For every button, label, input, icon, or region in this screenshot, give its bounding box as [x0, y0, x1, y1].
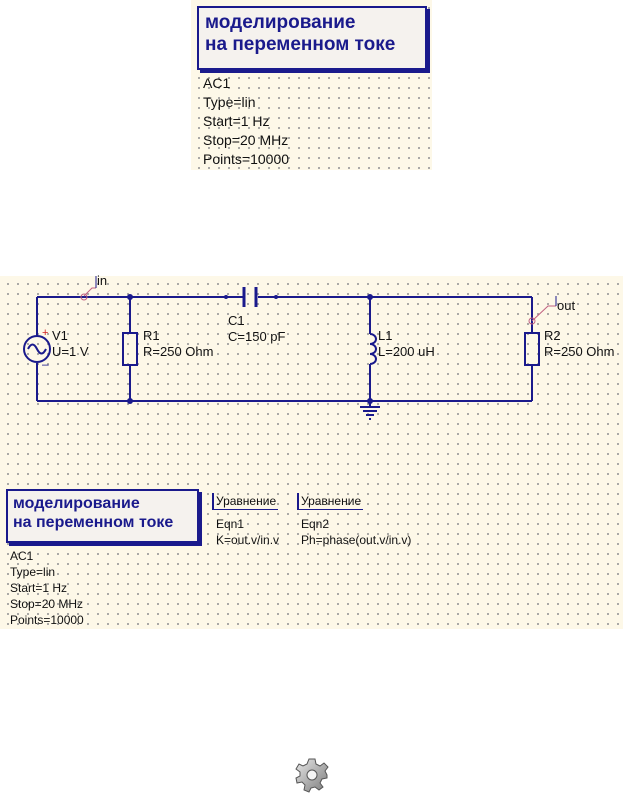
- ac-simulation-snippet: моделирование на переменном токе AC1 Typ…: [191, 0, 432, 170]
- sim-name: AC1: [203, 75, 231, 91]
- r1-name: R1: [143, 328, 160, 343]
- v1-source-symbol: + –: [23, 327, 51, 371]
- l1-value: L=200 uH: [378, 344, 435, 359]
- sim-type: Type=lin: [203, 94, 256, 110]
- sim-start: Start=1 Hz: [203, 113, 270, 129]
- v1-label[interactable]: V1 U=1 V: [52, 328, 89, 360]
- node-label-out[interactable]: out: [557, 298, 576, 313]
- schematic-canvas[interactable]: + –: [0, 273, 623, 629]
- r2-label[interactable]: R2 R=250 Ohm: [544, 328, 614, 360]
- equation-eqn2[interactable]: Уравнение Eqn2 Ph=phase(out.v/in.v): [297, 493, 411, 548]
- schematic-sim-params[interactable]: AC1 Type=lin Start=1 Hz Stop=20 MHz Poin…: [10, 548, 84, 628]
- schematic-sim-title-line1: моделирование: [13, 495, 140, 512]
- r1-label[interactable]: R1 R=250 Ohm: [143, 328, 213, 360]
- eqn2-header: Уравнение: [297, 493, 364, 510]
- r2-value: R=250 Ohm: [544, 344, 615, 359]
- eqn1-expr: K=out.v/in.v: [216, 533, 280, 547]
- c1-label[interactable]: C1 C=150 pF: [228, 313, 285, 345]
- gear-icon[interactable]: [292, 754, 332, 794]
- schematic-sim-start: Start=1 Hz: [10, 581, 68, 595]
- l1-name: L1: [378, 328, 393, 343]
- v1-name: V1: [52, 328, 68, 343]
- eqn2-name: Eqn2: [301, 517, 330, 531]
- schematic-sim-title-line2: на переменном токе: [13, 514, 174, 531]
- sim-points: Points=10000: [203, 151, 290, 167]
- sim-title-box[interactable]: моделирование на переменном токе: [197, 6, 427, 70]
- l1-label[interactable]: L1 L=200 uH: [378, 328, 435, 360]
- sim-title-line2: на переменном токе: [205, 34, 396, 55]
- circuit-wires: + –: [23, 276, 557, 420]
- schematic-sim-name: AC1: [10, 549, 34, 563]
- node-label-in[interactable]: in: [97, 273, 108, 288]
- schematic-sim-title-box[interactable]: моделирование на переменном токе: [6, 489, 199, 543]
- svg-text:–: –: [42, 357, 49, 371]
- v1-value: U=1 V: [52, 344, 89, 359]
- svg-text:+: +: [42, 327, 48, 339]
- sim-title-line1: моделирование: [205, 12, 356, 33]
- equation-eqn1[interactable]: Уравнение Eqn1 K=out.v/in.v: [212, 493, 279, 548]
- c1-value: C=150 pF: [228, 329, 286, 344]
- eqn1-name: Eqn1: [216, 517, 245, 531]
- eqn2-expr: Ph=phase(out.v/in.v): [301, 533, 412, 547]
- schematic-sim-stop: Stop=20 MHz: [10, 597, 84, 611]
- eqn1-header: Уравнение: [212, 493, 279, 510]
- schematic-sim-points: Points=10000: [10, 613, 84, 627]
- c1-name: C1: [228, 313, 245, 328]
- schematic-sim-type: Type=lin: [10, 565, 56, 579]
- r1-value: R=250 Ohm: [143, 344, 214, 359]
- sim-params: AC1 Type=lin Start=1 Hz Stop=20 MHz Poin…: [203, 74, 289, 169]
- sim-stop: Stop=20 MHz: [203, 132, 289, 148]
- r2-name: R2: [544, 328, 561, 343]
